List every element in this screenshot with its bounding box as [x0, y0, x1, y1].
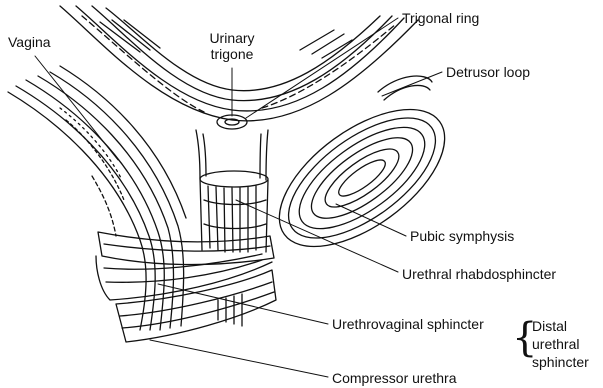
distal-line-3: sphincter [532, 354, 589, 370]
pubic-symphysis-shape [256, 83, 468, 274]
distal-urethral-sphincter-label: Distal urethral sphincter [532, 318, 589, 370]
vaginal-wall-layers [8, 66, 186, 330]
bladder-base [60, 6, 418, 121]
trigonal-ring-label: Trigonal ring [402, 10, 479, 26]
urethrovaginal-sphincter-label: Urethrovaginal sphincter [332, 316, 484, 332]
urinary-trigone-label: Urinary trigone [196, 30, 268, 62]
detrusor-loop-label: Detrusor loop [446, 64, 530, 80]
urinary-trigone-line-2: trigone [196, 46, 268, 62]
distal-line-1: Distal [532, 318, 589, 334]
distal-line-2: urethral [532, 336, 589, 352]
urethral-rhabdosphincter-label: Urethral rhabdosphincter [402, 266, 556, 282]
urinary-trigone-line-1: Urinary [196, 30, 268, 46]
trigonal-ring [217, 115, 247, 129]
compressor-urethra-label: Compressor urethra [332, 370, 457, 386]
vagina-label: Vagina [8, 34, 51, 50]
pubic-symphysis-label: Pubic symphysis [410, 228, 514, 244]
